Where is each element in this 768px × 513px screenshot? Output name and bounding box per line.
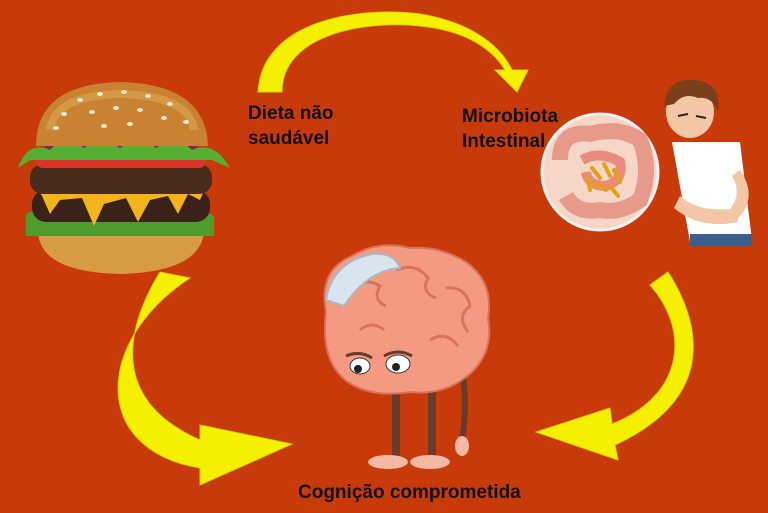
arrow-diet-to-microbiota	[257, 11, 529, 93]
hamburger-icon	[18, 82, 230, 274]
node-label-microbiota: Microbiota Intestinal	[462, 104, 558, 154]
node-label-diet: Dieta não saudável	[248, 101, 334, 151]
arrow-diet-to-cognition	[117, 271, 294, 486]
node-label-diet-line2: saudável	[248, 128, 330, 149]
node-label-cognition: Cognição comprometida	[298, 482, 521, 503]
node-label-diet-line1: Dieta não	[248, 103, 334, 124]
arrow-microbiota-to-cognition	[534, 271, 694, 461]
gut-microbiota-icon	[540, 79, 752, 246]
node-label-microbiota-line2: Intestinal	[462, 131, 546, 152]
node-label-microbiota-line1: Microbiota	[462, 106, 559, 127]
sad-brain-icon	[323, 244, 491, 469]
